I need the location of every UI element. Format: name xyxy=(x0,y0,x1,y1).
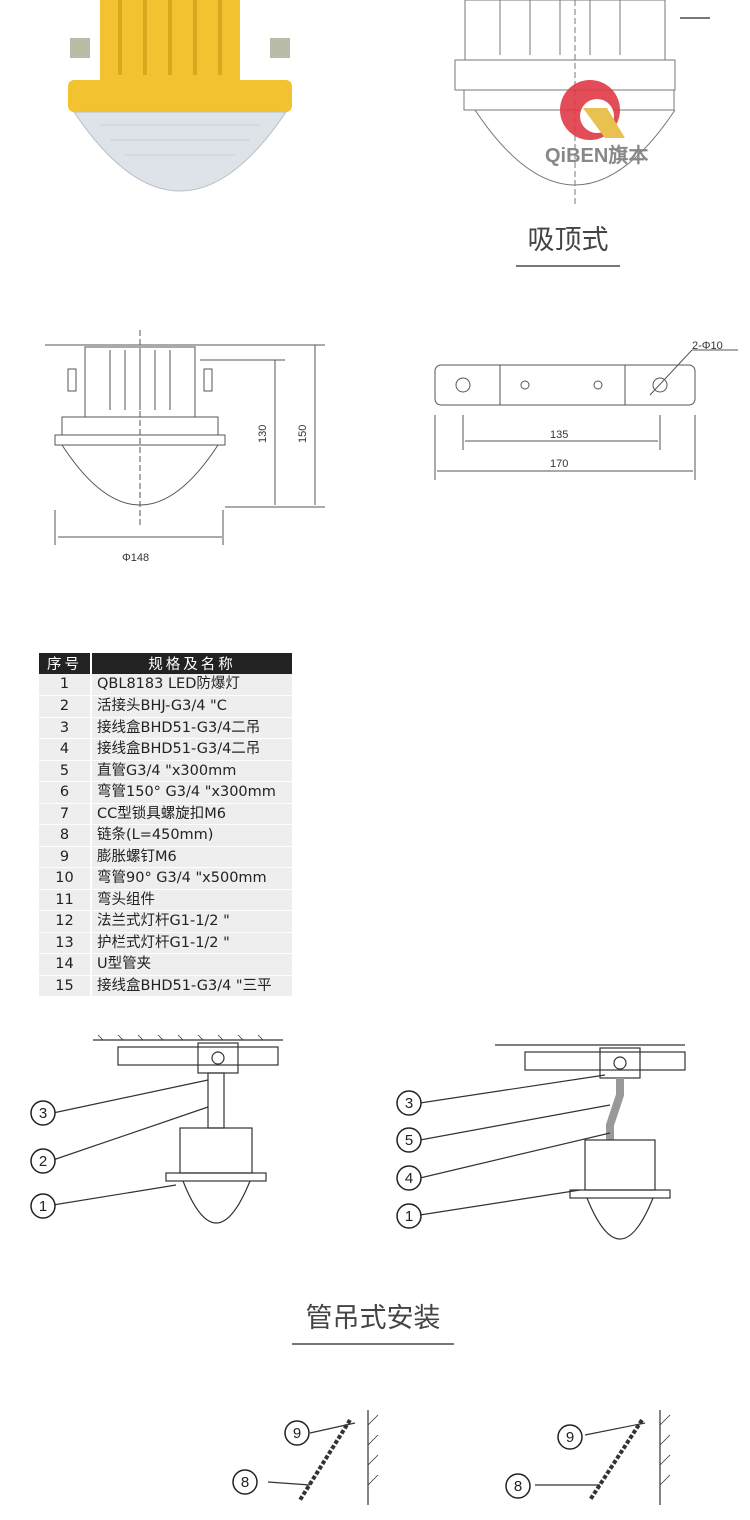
row-index: 15 xyxy=(39,975,92,997)
row-index: 3 xyxy=(39,717,92,739)
row-index: 11 xyxy=(39,889,92,911)
row-spec: 弯管150° G3/4 "x300mm xyxy=(91,781,292,804)
dim-130: 130 xyxy=(257,425,269,443)
callout-number: 2 xyxy=(39,1153,47,1170)
row-index: 7 xyxy=(39,803,92,825)
chain-mount-drawing-right xyxy=(535,1410,671,1505)
chain-mount-callouts: 9 8 9 8 xyxy=(232,1420,583,1499)
row-index: 12 xyxy=(39,910,92,933)
row-index: 5 xyxy=(39,760,92,782)
ceiling-mount-drawing xyxy=(454,0,710,205)
row-spec: 接线盒BHD51-G3/4二吊 xyxy=(91,738,292,761)
pipe-mount-drawing-right xyxy=(419,1044,686,1240)
row-spec: 膨胀螺钉M6 xyxy=(91,846,292,868)
callout-5: 4 xyxy=(396,1165,422,1191)
dim-135: 135 xyxy=(550,429,568,441)
pipe-mount-drawing-left xyxy=(52,1034,283,1224)
callout-number: 9 xyxy=(566,1429,574,1446)
callout-1: 8 xyxy=(232,1469,258,1495)
callout-number: 3 xyxy=(39,1105,47,1122)
callout-number: 5 xyxy=(405,1132,413,1149)
qiben-logo: QiBEN旗本 xyxy=(545,80,648,167)
dim-diameter: Φ148 xyxy=(122,552,149,564)
row-spec: CC型锁具螺旋扣M6 xyxy=(91,803,292,825)
svg-text:QiBEN旗本: QiBEN旗本 xyxy=(545,143,648,167)
callout-0: 3 xyxy=(30,1100,56,1126)
row-index: 9 xyxy=(39,846,92,868)
callout-number: 4 xyxy=(405,1170,413,1187)
row-spec: U型管夹 xyxy=(91,953,292,976)
row-spec: 接线盒BHD51-G3/4 "三平 xyxy=(91,975,292,997)
row-spec: 活接头BHJ-G3/4 "C xyxy=(91,695,292,718)
pipe-mount-title: 管吊式安装 xyxy=(292,1296,454,1345)
row-spec: 弯头组件 xyxy=(91,889,292,911)
callout-number: 1 xyxy=(405,1208,413,1225)
pipe-mount-callouts: 3 2 1 3 5 4 1 xyxy=(30,1090,422,1229)
row-spec: 直管G3/4 "x300mm xyxy=(91,760,292,782)
row-index: 13 xyxy=(39,932,92,954)
callout-0: 9 xyxy=(284,1420,310,1446)
callout-number: 3 xyxy=(405,1095,413,1112)
row-index: 6 xyxy=(39,781,92,804)
row-index: 4 xyxy=(39,738,92,761)
row-spec: 弯管90° G3/4 "x500mm xyxy=(91,867,292,890)
row-spec: 护栏式灯杆G1-1/2 " xyxy=(91,932,292,954)
header-spec: 规格及名称 xyxy=(91,653,292,674)
lamp-photo xyxy=(68,0,292,192)
row-spec: 链条(L=450mm) xyxy=(91,824,292,847)
callout-3: 8 xyxy=(505,1473,531,1499)
callout-4: 5 xyxy=(396,1127,422,1153)
bracket-drawing: 2-Φ10 135 170 xyxy=(434,340,738,480)
callout-number: 8 xyxy=(514,1478,522,1495)
row-index: 2 xyxy=(39,695,92,718)
row-index: 14 xyxy=(39,953,92,976)
callout-6: 1 xyxy=(396,1203,422,1229)
row-spec: 接线盒BHD51-G3/4二吊 xyxy=(91,717,292,739)
row-spec: QBL8183 LED防爆灯 xyxy=(91,674,292,696)
callout-number: 8 xyxy=(241,1474,249,1491)
dim-hole: 2-Φ10 xyxy=(692,340,723,352)
pipe-mount-title-text: 管吊式安装 xyxy=(305,1303,441,1334)
chain-mount-drawing-left xyxy=(267,1410,379,1505)
callout-2: 9 xyxy=(557,1424,583,1450)
callout-number: 1 xyxy=(39,1198,47,1215)
row-index: 10 xyxy=(39,867,92,890)
dim-150: 150 xyxy=(297,425,309,443)
dim-170: 170 xyxy=(550,458,568,470)
ceiling-mount-title: 吸顶式 xyxy=(516,218,620,267)
callout-2: 1 xyxy=(30,1193,56,1219)
callout-1: 2 xyxy=(30,1148,56,1174)
row-spec: 法兰式灯杆G1-1/2 " xyxy=(91,910,292,933)
row-index: 1 xyxy=(39,674,92,696)
row-index: 8 xyxy=(39,824,92,847)
header-index: 序号 xyxy=(39,653,92,674)
callout-3: 3 xyxy=(396,1090,422,1116)
dimension-drawing-lamp: 130 150 Φ148 xyxy=(45,330,325,564)
ceiling-mount-title-text: 吸顶式 xyxy=(527,225,609,256)
callout-number: 9 xyxy=(293,1425,301,1442)
